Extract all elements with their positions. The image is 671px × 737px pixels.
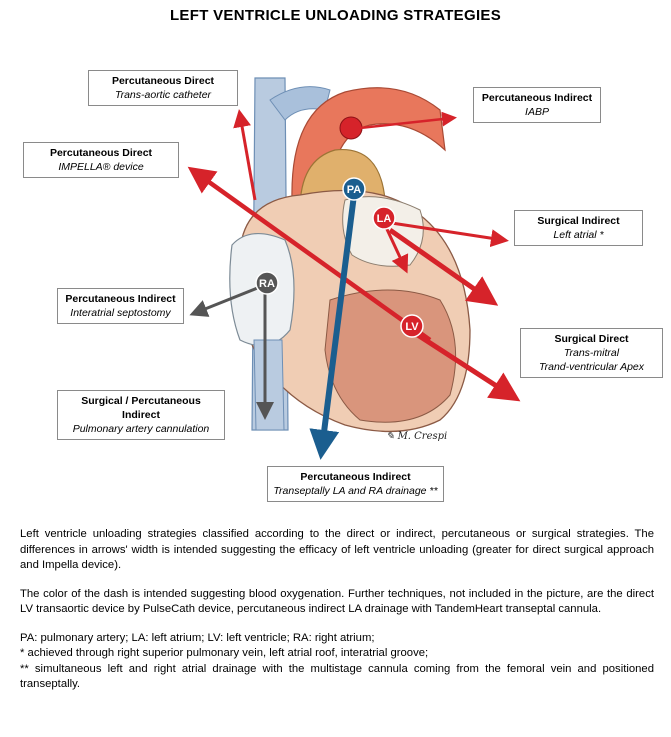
ra-marker: RA <box>255 271 279 295</box>
label-heading: Percutaneous Indirect <box>300 471 411 483</box>
label-surgical-direct: Surgical Direct Trans-mitral Trand-ventr… <box>520 328 663 378</box>
arrow-la-to-lv <box>383 224 409 274</box>
caption-abbreviations: PA: pulmonary artery; LA: left atrium; L… <box>20 631 375 644</box>
label-left-atrial: Surgical Indirect Left atrial * <box>514 210 643 246</box>
label-septostomy: Percutaneous Indirect Interatrial septos… <box>57 288 184 324</box>
label-heading: Percutaneous Indirect <box>481 92 593 104</box>
pa-marker: PA <box>342 177 366 201</box>
arrow-septostomy <box>189 283 266 317</box>
label-trans-aortic: Percutaneous Direct Trans-aortic cathete… <box>88 70 238 106</box>
pa-label: PA <box>347 184 362 196</box>
la-label: LA <box>377 213 392 225</box>
lv-label: LV <box>405 321 419 333</box>
caption-paragraph-2: The color of the dash is intended sugges… <box>20 587 654 616</box>
arrow-impella <box>187 166 432 342</box>
credit-text: M. Crespi <box>397 431 448 442</box>
lv-marker: LV <box>400 314 424 338</box>
label-sub: Trans-mitral <box>563 347 620 359</box>
label-impella: Percutaneous Direct IMPELLA® device <box>23 142 179 178</box>
illustrator-credit: ✎ M. Crespi <box>386 431 448 442</box>
label-heading: Percutaneous Indirect <box>65 293 176 305</box>
arrow-transeptal-cannula <box>309 194 357 460</box>
label-sub: IMPELLA® device <box>58 161 144 173</box>
label-pa-cannulation: Surgical / Percutaneous Indirect Pulmona… <box>57 390 225 440</box>
figure-caption: Left ventricle unloading strategies clas… <box>20 527 654 693</box>
label-sub: Transeptally LA and RA drainage ** <box>273 485 438 497</box>
label-sub: Left atrial * <box>553 229 604 241</box>
label-transeptal: Percutaneous Indirect Transeptally LA an… <box>267 466 444 502</box>
la-marker: LA <box>372 206 396 230</box>
label-sub: Interatrial septostomy <box>70 307 171 319</box>
caption-footnote-2: ** simultaneous left and right atrial dr… <box>20 662 654 691</box>
ivc-lower <box>253 339 285 431</box>
arrow-trans-aortic <box>233 109 257 201</box>
label-sub-2: Trand-ventricular Apex <box>538 361 645 373</box>
caption-paragraph-1: Left ventricle unloading strategies clas… <box>20 528 654 571</box>
arrow-trans-mitral <box>388 227 499 306</box>
arrow-trans-apex <box>408 327 521 402</box>
ra-label: RA <box>259 278 275 290</box>
label-heading: Surgical / Percutaneous Indirect <box>81 395 201 421</box>
label-iabp: Percutaneous Indirect IABP <box>473 87 601 123</box>
label-sub: IABP <box>525 106 549 118</box>
arrow-iabp <box>359 111 457 130</box>
heart-diagram: PA LA LV RA <box>187 77 521 460</box>
label-heading: Surgical Direct <box>554 333 629 345</box>
label-heading: Surgical Indirect <box>537 215 620 227</box>
label-sub: Trans-aortic catheter <box>114 89 212 101</box>
label-heading: Percutaneous Direct <box>49 147 153 159</box>
caption-footnote-1: * achieved through right superior pulmon… <box>20 647 429 659</box>
arrow-left-atrial <box>384 220 509 248</box>
page-title: LEFT VENTRICLE UNLOADING STRATEGIES <box>169 7 502 24</box>
label-sub: Pulmonary artery cannulation <box>72 423 210 435</box>
label-heading: Percutaneous Direct <box>111 75 215 87</box>
iabp-balloon <box>339 116 363 140</box>
